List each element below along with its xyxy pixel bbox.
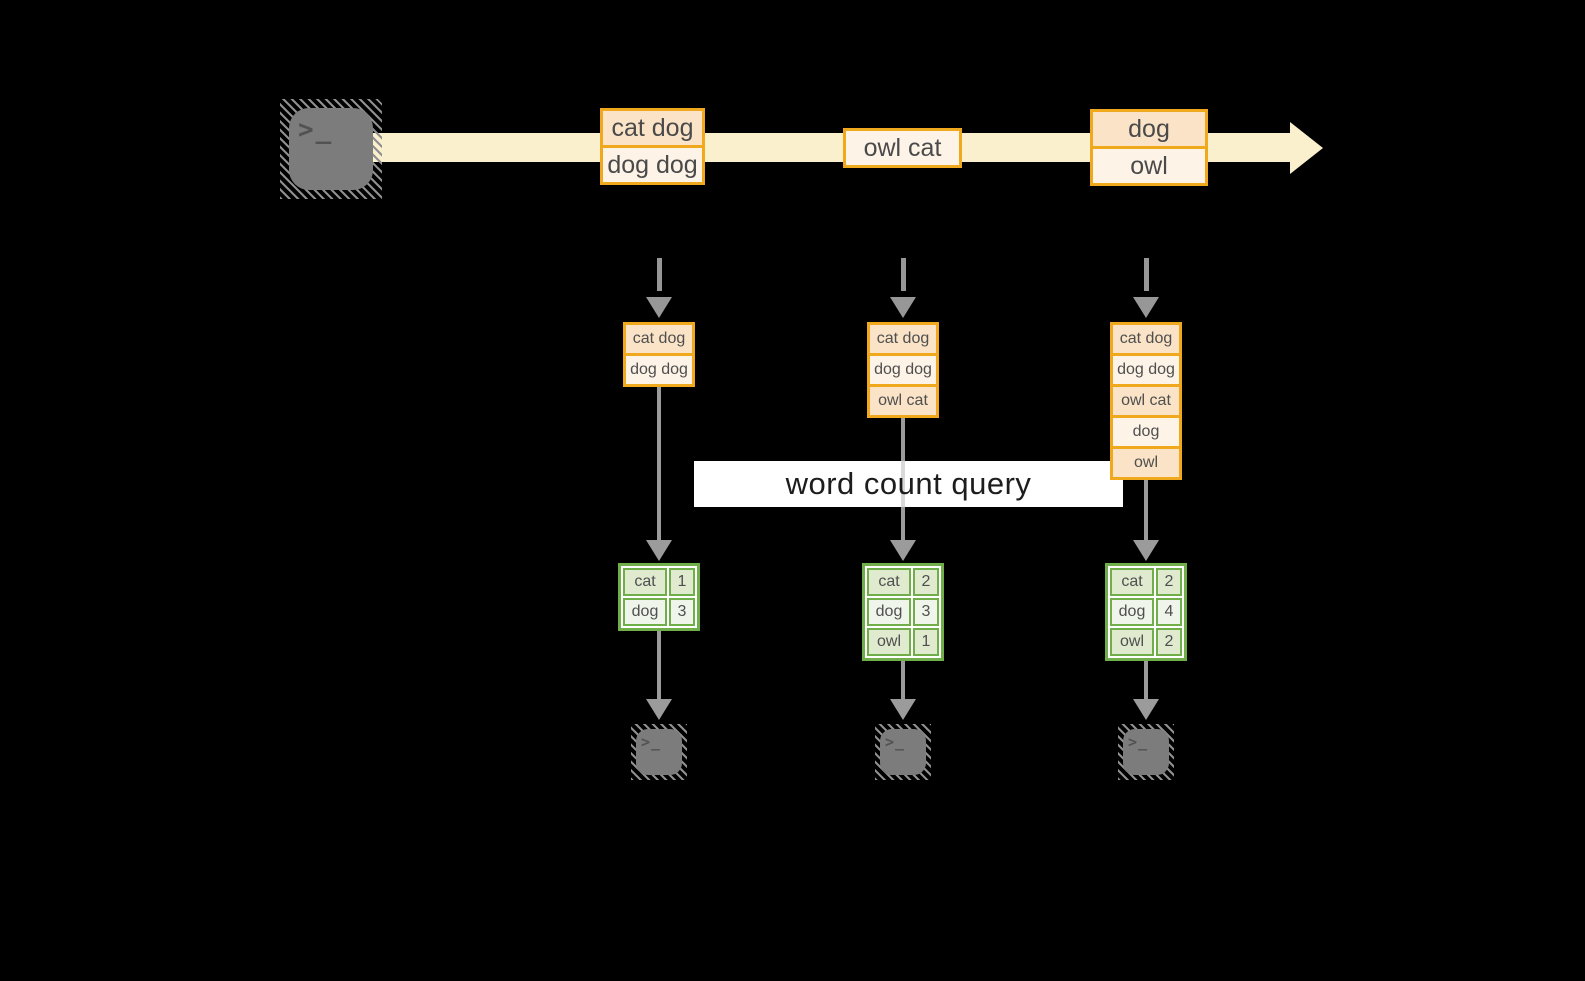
arrowhead-icon	[1133, 540, 1159, 561]
word-cell: dog	[623, 598, 667, 626]
stream-record: owl cat	[846, 131, 959, 165]
arrowhead-icon	[890, 540, 916, 561]
terminal-prompt-glyph: >_	[641, 733, 662, 751]
word-cell: owl	[1110, 628, 1154, 656]
sink-terminal-icon: >_	[631, 724, 687, 780]
terminal-screen	[1123, 729, 1169, 775]
arrowhead-icon	[890, 699, 916, 720]
terminal-screen	[636, 729, 682, 775]
word-cell: dog	[867, 598, 911, 626]
count-cell: 4	[1156, 598, 1182, 626]
arrowhead-icon	[1133, 699, 1159, 720]
count-cell: 1	[669, 568, 695, 596]
stacked-record: cat dog	[870, 325, 936, 353]
dashed-arrow-shaft	[1143, 258, 1149, 291]
record-stack-2: cat dog dog dog owl cat	[867, 322, 939, 418]
arrow-to-table	[657, 387, 661, 540]
stacked-record: cat dog	[626, 325, 692, 353]
word-count-row: owl 1	[867, 628, 939, 656]
dashed-arrowhead-icon	[1133, 297, 1159, 318]
arrow-line-behind-label	[901, 461, 905, 507]
word-count-row: dog 3	[623, 598, 695, 626]
arrow-to-table	[1144, 480, 1148, 540]
stacked-record: owl cat	[870, 387, 936, 415]
word-cell: owl	[867, 628, 911, 656]
word-cell: cat	[867, 568, 911, 596]
word-count-table-3: cat 2 dog 4 owl 2	[1105, 563, 1187, 661]
dashed-arrowhead-icon	[646, 297, 672, 318]
count-cell: 3	[913, 598, 939, 626]
count-cell: 3	[669, 598, 695, 626]
word-count-row: dog 4	[1110, 598, 1182, 626]
stream-record: cat dog	[603, 111, 702, 145]
arrow-to-sink	[1144, 661, 1148, 699]
arrow-to-sink	[901, 661, 905, 699]
arrowhead-icon	[646, 699, 672, 720]
word-count-table-1: cat 1 dog 3	[618, 563, 700, 631]
terminal-prompt-glyph: >_	[885, 733, 906, 751]
word-count-table-2: cat 2 dog 3 owl 1	[862, 563, 944, 661]
stacked-record: owl cat	[1113, 387, 1179, 415]
word-cell: cat	[623, 568, 667, 596]
word-count-row: cat 2	[867, 568, 939, 596]
sink-terminal-icon: >_	[875, 724, 931, 780]
word-count-row: owl 2	[1110, 628, 1182, 656]
arrowhead-icon	[646, 540, 672, 561]
word-count-row: cat 1	[623, 568, 695, 596]
stacked-record: cat dog	[1113, 325, 1179, 353]
stream-batch-2: owl cat	[843, 128, 962, 168]
word-cell: dog	[1110, 598, 1154, 626]
stream-record: dog	[1093, 112, 1205, 146]
sink-terminal-icon: >_	[1118, 724, 1174, 780]
stacked-record: owl	[1113, 449, 1179, 477]
terminal-prompt-glyph: >_	[298, 115, 334, 145]
stream-record: owl	[1093, 149, 1205, 183]
terminal-screen	[289, 108, 373, 190]
terminal-prompt-glyph: >_	[1128, 733, 1149, 751]
record-stack-3: cat dog dog dog owl cat dog owl	[1110, 322, 1182, 480]
word-count-row: cat 2	[1110, 568, 1182, 596]
count-cell: 2	[1156, 568, 1182, 596]
word-count-query-label: word count query	[694, 461, 1123, 507]
stream-record: dog dog	[603, 148, 702, 182]
stacked-record: dog dog	[870, 356, 936, 384]
count-cell: 2	[1156, 628, 1182, 656]
dashed-arrow-shaft	[900, 258, 906, 291]
record-stack-1: cat dog dog dog	[623, 322, 695, 387]
dashed-arrow-shaft	[656, 258, 662, 291]
terminal-screen	[880, 729, 926, 775]
stream-arrowhead-icon	[1290, 122, 1323, 174]
dashed-arrowhead-icon	[890, 297, 916, 318]
count-cell: 2	[913, 568, 939, 596]
query-label-text: word count query	[785, 466, 1032, 501]
arrow-to-sink	[657, 631, 661, 699]
stacked-record: dog	[1113, 418, 1179, 446]
word-cell: cat	[1110, 568, 1154, 596]
count-cell: 1	[913, 628, 939, 656]
source-terminal-icon: >_	[280, 99, 382, 199]
word-count-row: dog 3	[867, 598, 939, 626]
stacked-record: dog dog	[626, 356, 692, 384]
stacked-record: dog dog	[1113, 356, 1179, 384]
